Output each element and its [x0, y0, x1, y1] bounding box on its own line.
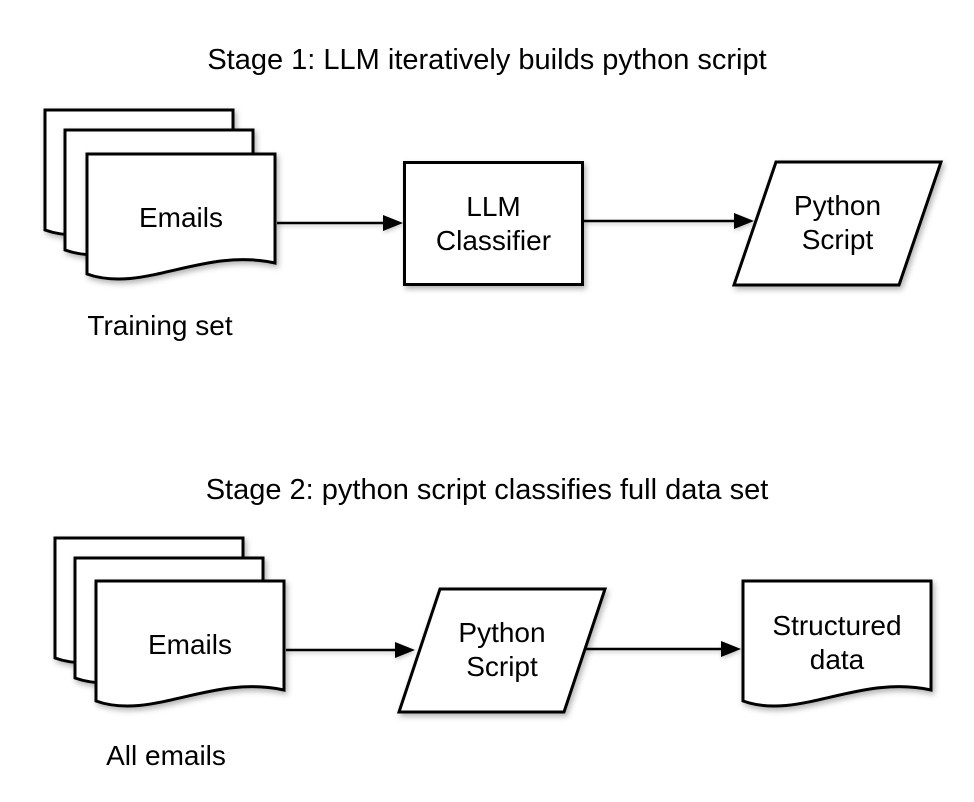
arrow-classifier-to-script	[584, 213, 754, 229]
parallelogram-python-script-stage1	[731, 160, 944, 287]
python-script-label-stage1: Python Script	[793, 190, 882, 255]
llm-classifier-box: LLM Classifier	[403, 161, 584, 286]
stage-2-title: Stage 2: python script classifies full d…	[205, 474, 769, 506]
arrow-emails-to-script	[286, 642, 415, 658]
arrow-script-to-structured-data	[586, 641, 741, 657]
document-shape-front	[85, 152, 277, 281]
training-set-caption: Training set	[87, 310, 233, 341]
parallelogram-python-script-stage2	[396, 587, 608, 714]
llm-classifier-label: LLM Classifier	[435, 190, 552, 256]
emails-label-stage1: Emails	[138, 202, 223, 233]
document-shape-structured-data	[741, 579, 933, 708]
all-emails-caption: All emails	[106, 740, 226, 771]
python-script-label-stage2: Python Script	[458, 617, 546, 682]
document-shape-front-stage2	[94, 579, 286, 708]
stage-1-title: Stage 1: LLM iteratively builds python s…	[207, 44, 767, 76]
structured-data-label: Structured data	[772, 610, 902, 675]
arrow-emails-to-classifier	[277, 215, 403, 231]
emails-label-stage2: Emails	[147, 629, 232, 660]
